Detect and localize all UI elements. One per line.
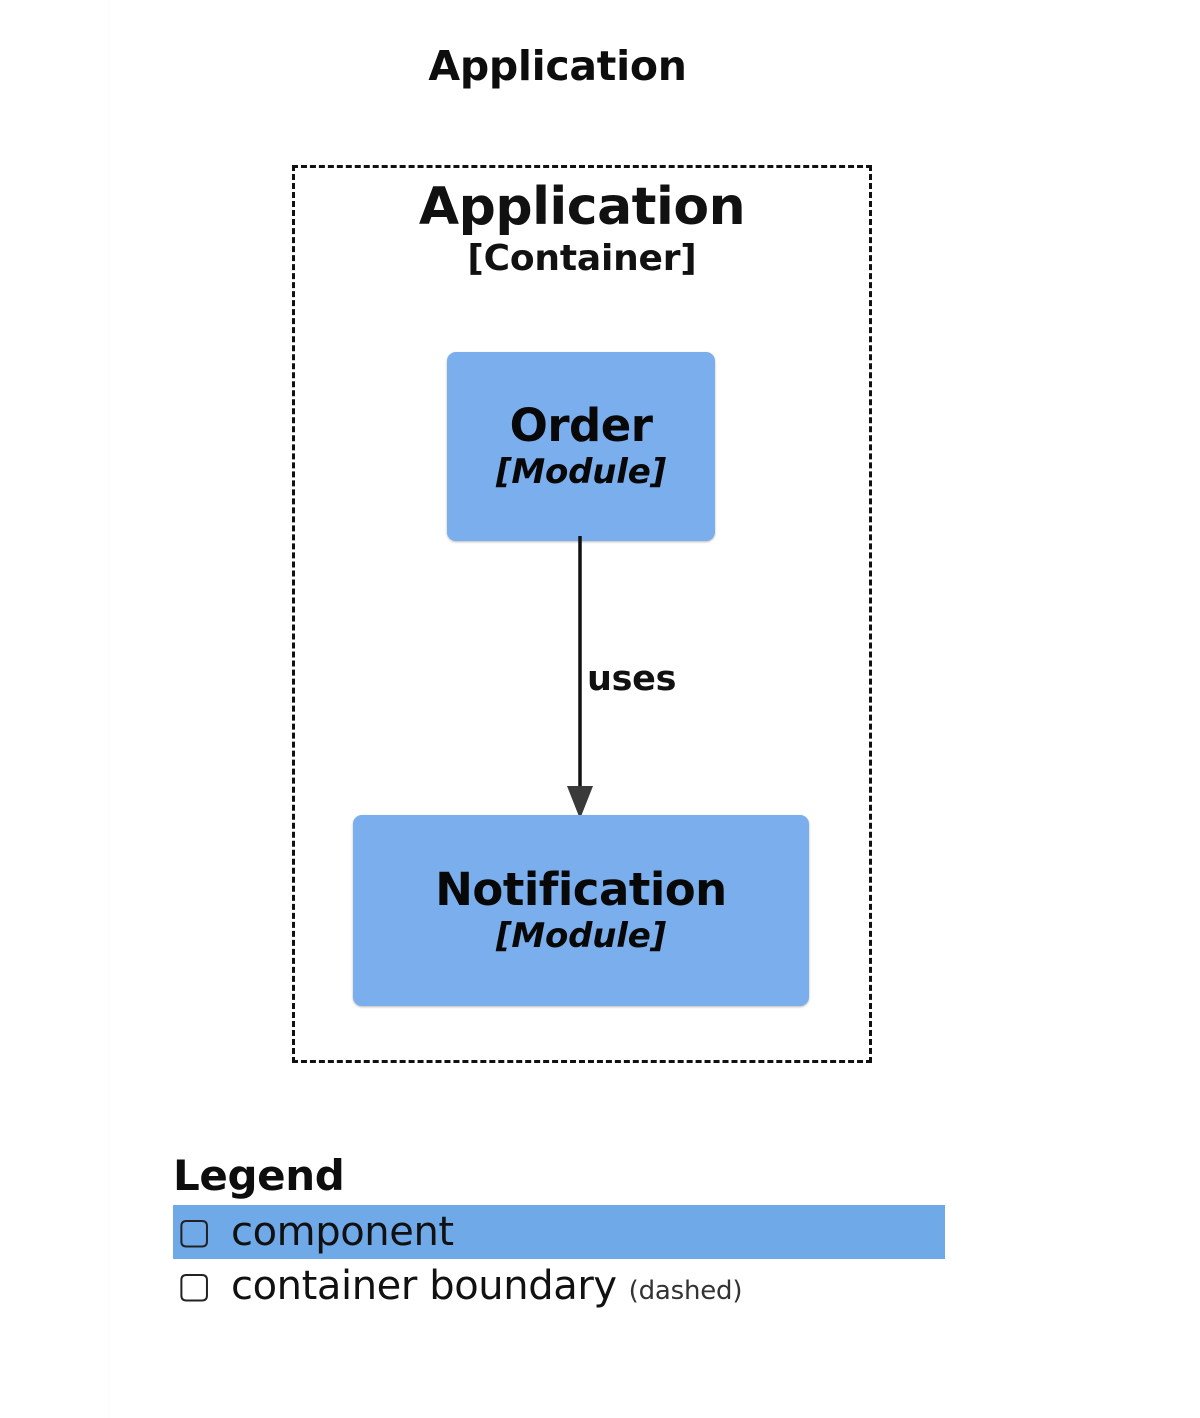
legend-item-component[interactable]: ▢ component bbox=[173, 1204, 945, 1259]
page-seam bbox=[108, 0, 109, 1418]
relationship-label: uses bbox=[587, 659, 677, 699]
page-title: Application bbox=[428, 42, 687, 90]
component-type-order: [Module] bbox=[496, 451, 666, 492]
missing-glyph-box-icon: ▢ bbox=[177, 1264, 212, 1306]
component-type-notification: [Module] bbox=[496, 915, 666, 956]
legend-item-label: component bbox=[231, 1208, 454, 1255]
component-name-notification: Notification bbox=[435, 863, 727, 917]
container-boundary-application bbox=[292, 165, 872, 1063]
component-box-notification[interactable]: Notification [Module] bbox=[353, 815, 809, 1006]
legend-item-note: (dashed) bbox=[628, 1275, 743, 1306]
relationship-order-uses-notification: uses bbox=[540, 536, 820, 821]
component-name-order: Order bbox=[509, 399, 653, 453]
component-box-order[interactable]: Order [Module] bbox=[447, 352, 715, 541]
legend: Legend ▢ component ▢ container boundary … bbox=[173, 1151, 963, 1313]
missing-glyph-box-icon: ▢ bbox=[177, 1210, 212, 1252]
legend-item-container-boundary[interactable]: ▢ container boundary (dashed) bbox=[173, 1259, 963, 1313]
relationship-arrow-icon bbox=[567, 536, 593, 819]
legend-item-label: container boundary bbox=[231, 1262, 617, 1309]
legend-title: Legend bbox=[173, 1151, 345, 1200]
